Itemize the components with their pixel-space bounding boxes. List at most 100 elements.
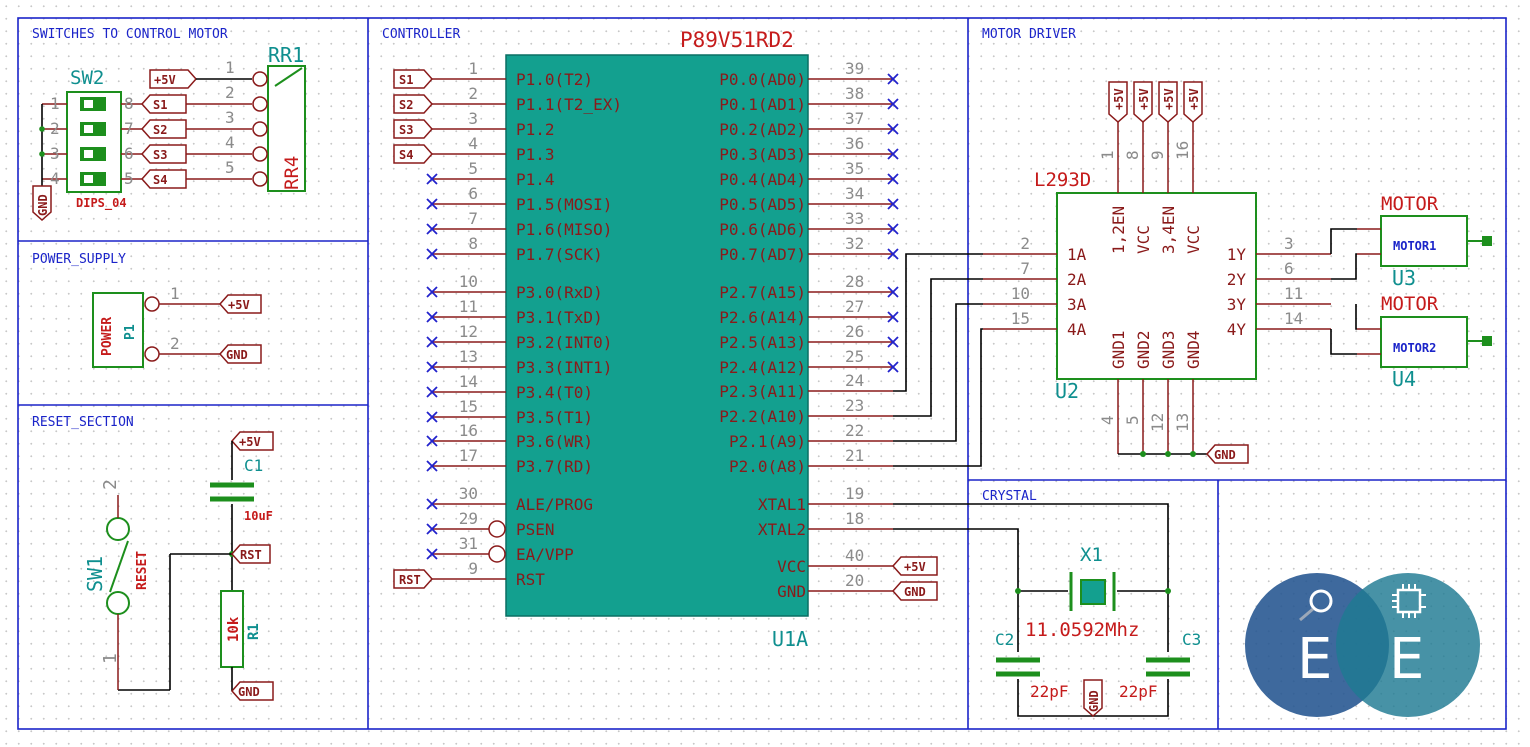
driver-pin-num: 5 [1123,415,1142,425]
mcu-pin-name: P2.1(A9) [729,432,806,451]
no-connect-icon [426,198,438,210]
no-connect-icon [426,311,438,323]
driver-pin-name: 2Y [1227,270,1247,289]
no-connect-icon [887,173,899,185]
mcu-pin-name: P1.2 [516,120,555,139]
motor2-ref: U4 [1392,367,1416,391]
driver-vcc-tag-text: +5V [1162,88,1176,110]
c3-ref: C3 [1182,630,1201,649]
driver-pin-num: 11 [1284,284,1303,303]
power-connector: POWER P1 1 2 +5V GND [92,284,262,368]
no-connect-icon [426,223,438,235]
sw2-ref: SW2 [70,67,104,89]
mcu-left-pins: 1P1.0(T2)S12P1.1(T2_EX)S23P1.2S34P1.3S45… [393,59,622,589]
motor2-name: MOTOR2 [1393,341,1436,355]
dip-right-pin-num: 5 [124,169,134,188]
motor1-ref: U3 [1392,266,1416,290]
c2-value: 22pF [1030,682,1069,701]
c3-value: 22pF [1119,682,1158,701]
section-title-power: POWER_SUPPLY [32,252,126,267]
driver-pin-name: GND3 [1159,330,1178,369]
driver-pin-num: 1 [1098,150,1117,160]
mcu-pin-num: 15 [459,397,478,416]
mcu-pin-num: 22 [845,421,864,440]
mcu-net-tag-s4-text: S4 [399,148,413,162]
mcu-part: P89V51RD2 [680,28,794,52]
mcu-net-tag-rst [393,569,434,589]
mcu-pin-name: P3.6(WR) [516,432,593,451]
mcu-pin-name: P0.0(AD0) [719,70,806,89]
mcu-right-pins: 39P0.0(AD0)38P0.1(AD1)37P0.2(AD2)36P0.3(… [719,59,938,601]
driver-pin-num: 2 [1020,234,1030,253]
mcu-net-tag-s2 [393,94,434,114]
no-connect-icon [426,286,438,298]
mcu-pin-num: 30 [459,484,478,503]
driver-pin-name: VCC [1184,225,1203,254]
driver-gnd-net: GND [1214,448,1236,462]
driver-pin-name: GND1 [1109,330,1128,369]
mcu-pin-num: 5 [468,159,478,178]
no-connect-icon [887,73,899,85]
mcu-pin-name: P3.0(RxD) [516,283,603,302]
driver-pin-num: 15 [1011,309,1030,328]
rr-pin-num: 4 [225,133,235,152]
mcu-pin-num: 20 [845,571,864,590]
mcu-pin-name: ALE/PROG [516,495,593,514]
no-connect-icon [426,498,438,510]
driver-pin-num: 4 [1098,415,1117,425]
driver-pin-name: 3,4EN [1159,206,1178,254]
motor2-value: MOTOR [1381,293,1439,315]
mcu-pin-name: P0.5(AD5) [719,195,806,214]
c2-ref: C2 [995,630,1014,649]
driver-pin-num: 16 [1173,141,1192,160]
mcu-driver-wires [893,253,983,467]
mcu-pin-num: 19 [845,484,864,503]
section-borders [17,17,1507,730]
power-net-gnd: GND [226,348,248,362]
switch-net-tag-s3-text: S3 [153,148,167,162]
mcu-pin-num: 7 [468,209,478,228]
rr-pin-num: 5 [225,158,235,177]
mcu-pin-num: 1 [468,59,478,78]
mcu-u1a: P89V51RD2 U1A 1P1.0(T2)S12P1.1(T2_EX)S23… [393,28,938,651]
driver-pin-name: 4A [1067,320,1087,339]
switch-gnd-tag: GND [32,185,52,222]
mcu-ref: U1A [772,627,808,651]
crystal-circuit: X1 11.0592Mhz C2 22pF C3 22pF GND [893,503,1201,718]
sw1-ref: SW1 [83,556,107,592]
mcu-body [505,54,809,617]
mcu-pin-num: 23 [845,396,864,415]
driver-pin-num: 14 [1284,309,1303,328]
driver-pin-name: 2A [1067,270,1087,289]
mcu-pin-num: 24 [845,371,864,390]
r1-ref: R1 [246,623,262,640]
power-connector-body [92,292,144,368]
switch-net-tag-s4-text: S4 [153,173,167,187]
dip-right-pin-num: 8 [124,94,134,113]
no-connect-icon [426,248,438,260]
no-connect-icon [426,173,438,185]
driver-pin-num: 13 [1173,413,1192,432]
driver-vcc-tag-text: +5V [1112,88,1126,110]
no-connect-icon [426,386,438,398]
chip-icon [1396,588,1422,614]
mcu-pin-name: P3.5(T1) [516,408,593,427]
no-connect-icon [887,336,899,348]
mcu-pin-num: 3 [468,109,478,128]
driver-pin-name: GND2 [1134,330,1153,369]
rr4-value: RR4 [281,156,303,190]
mcu-pin-name: XTAL2 [758,520,806,539]
dip-left-pin-num: 4 [50,169,60,188]
rr-pin-num: 3 [225,108,235,127]
mcu-pin-name: P0.7(AD7) [719,245,806,264]
c1-ref: C1 [244,456,263,475]
mcu-pin-num: 32 [845,234,864,253]
mcu-pin-name: P2.6(A14) [719,308,806,327]
mcu-pin-num: 33 [845,209,864,228]
mcu-net-tag-s2-text: S2 [399,98,413,112]
